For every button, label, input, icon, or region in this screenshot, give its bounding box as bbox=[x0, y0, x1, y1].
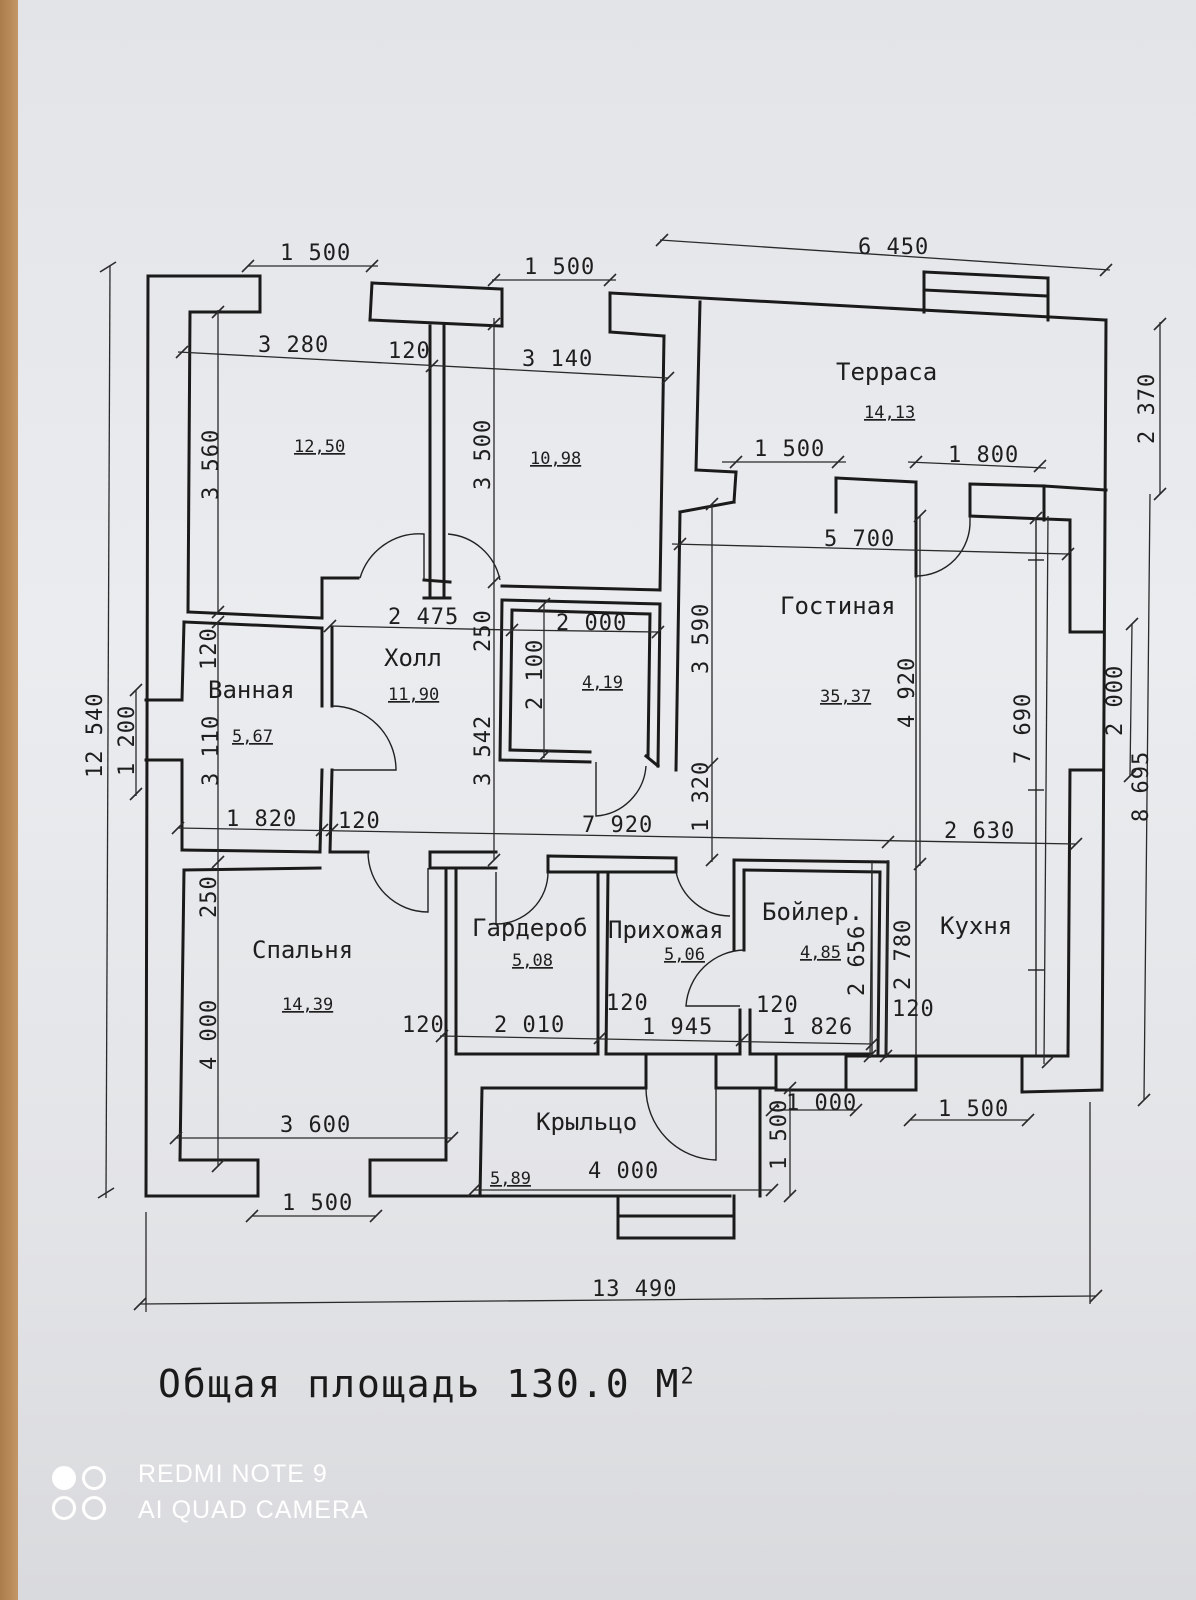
dim-label: 3 500 bbox=[471, 419, 496, 490]
dim-label: 8 695 bbox=[1129, 751, 1154, 822]
room-area: 35,37 bbox=[820, 687, 871, 707]
dim-label: 1 500 bbox=[524, 255, 595, 280]
dim-label: 2 475 bbox=[388, 605, 459, 630]
camera-lens-icon bbox=[52, 1460, 112, 1524]
dim-label: 3 560 bbox=[199, 429, 224, 500]
dim-label: 250 bbox=[471, 609, 496, 652]
dimension-lines bbox=[105, 239, 1161, 1312]
dim-label: 1 320 bbox=[689, 761, 714, 832]
dim-label: 3 280 bbox=[258, 333, 329, 358]
paper-sheet bbox=[18, 0, 1196, 1600]
dim-label: 120 bbox=[402, 1013, 445, 1038]
dim-label: 6 450 bbox=[858, 235, 929, 260]
total-area-caption: Общая площадь 130.0 М2 bbox=[158, 1362, 696, 1406]
dim-label: 3 600 bbox=[280, 1113, 351, 1138]
dim-label: 120 bbox=[388, 339, 431, 364]
dim-label: 120 bbox=[338, 809, 381, 834]
dim-label: 1 500 bbox=[767, 1099, 792, 1170]
dim-label: 4 000 bbox=[588, 1159, 659, 1184]
dim-label: 4 920 bbox=[895, 657, 920, 728]
dim-label: 2 000 bbox=[556, 611, 627, 636]
room-area: 10,98 bbox=[530, 449, 581, 469]
room-areas: 12,50 10,98 14,13 35,37 11,90 4,19 5,67 … bbox=[232, 403, 915, 1189]
dimension-labels: 1 500 1 500 6 450 3 280 120 3 140 3 560 … bbox=[83, 235, 1160, 1302]
dim-label: 1 500 bbox=[282, 1191, 353, 1216]
watermark-camera: AI QUAD CAMERA bbox=[138, 1496, 369, 1524]
room-name-porch: Крыльцо bbox=[536, 1108, 637, 1136]
room-area: 4,85 bbox=[800, 943, 841, 963]
walls bbox=[144, 270, 1108, 1240]
room-area: 5,08 bbox=[512, 951, 553, 971]
dim-label: 120 bbox=[756, 993, 799, 1018]
dim-label: 1 000 bbox=[786, 1091, 857, 1116]
dim-label: 2 656 bbox=[845, 925, 870, 996]
dim-label: 7 920 bbox=[582, 813, 653, 838]
room-area: 11,90 bbox=[388, 685, 439, 705]
dim-label: 5 700 bbox=[824, 527, 895, 552]
room-area: 5,67 bbox=[232, 727, 273, 747]
room-name-kitchen: Кухня bbox=[940, 912, 1012, 940]
dim-label: 1 200 bbox=[115, 705, 140, 776]
total-area-unit-superscript: 2 bbox=[680, 1364, 696, 1390]
room-area: 14,39 bbox=[282, 995, 333, 1015]
dim-label: 1 945 bbox=[642, 1015, 713, 1040]
room-name-bathroom: Ванная bbox=[208, 676, 295, 704]
dim-label: 3 542 bbox=[471, 715, 496, 786]
dim-label: 1 826 bbox=[782, 1015, 853, 1040]
dim-label: 2 010 bbox=[494, 1013, 565, 1038]
dim-label: 12 540 bbox=[83, 693, 108, 778]
room-area: 14,13 bbox=[864, 403, 915, 423]
room-names: Терраса Гостиная Холл Ванная Спальня Гар… bbox=[208, 358, 1012, 1136]
room-name-bedroom: Спальня bbox=[252, 936, 353, 964]
dim-label: 1 800 bbox=[948, 443, 1019, 468]
dim-label: 3 110 bbox=[199, 715, 224, 786]
dim-label: 1 500 bbox=[938, 1097, 1009, 1122]
room-name-entrance: Прихожая bbox=[608, 916, 724, 944]
room-name-wardrobe: Гардероб bbox=[472, 914, 588, 942]
room-area: 4,19 bbox=[582, 673, 623, 693]
dim-label: 4 000 bbox=[197, 999, 222, 1070]
room-name-hall: Холл bbox=[384, 644, 442, 672]
room-area: 5,06 bbox=[664, 945, 705, 965]
dim-label: 120 bbox=[892, 997, 935, 1022]
dim-label: 7 690 bbox=[1011, 693, 1036, 764]
dim-label: 1 500 bbox=[754, 437, 825, 462]
room-name-terrace: Терраса bbox=[836, 358, 937, 386]
room-name-living: Гостиная bbox=[780, 592, 896, 620]
dimension-ticks bbox=[97, 233, 1167, 1311]
dim-label: 3 590 bbox=[689, 603, 714, 674]
total-area-text: Общая площадь 130.0 М bbox=[158, 1362, 681, 1406]
dim-label: 2 370 bbox=[1135, 373, 1160, 444]
dim-label: 120 bbox=[197, 627, 222, 670]
dim-label: 13 490 bbox=[592, 1277, 677, 1302]
camera-watermark: REDMI NOTE 9 AI QUAD CAMERA bbox=[52, 1456, 369, 1528]
room-area: 12,50 bbox=[294, 437, 345, 457]
dim-label: 2 000 bbox=[1103, 665, 1128, 736]
dim-label: 1 500 bbox=[280, 241, 351, 266]
room-area: 5,89 bbox=[490, 1169, 531, 1189]
door-swings bbox=[331, 516, 1044, 1161]
dim-label: 2 630 bbox=[944, 819, 1015, 844]
watermark-model: REDMI NOTE 9 bbox=[138, 1460, 328, 1488]
dim-label: 2 100 bbox=[523, 639, 548, 710]
dim-label: 120 bbox=[606, 991, 649, 1016]
dim-label: 1 820 bbox=[226, 807, 297, 832]
room-name-boiler: Бойлер. bbox=[762, 898, 863, 926]
dim-label: 2 780 bbox=[891, 919, 916, 990]
dim-label: 250 bbox=[197, 875, 222, 918]
dim-label: 3 140 bbox=[522, 347, 593, 372]
